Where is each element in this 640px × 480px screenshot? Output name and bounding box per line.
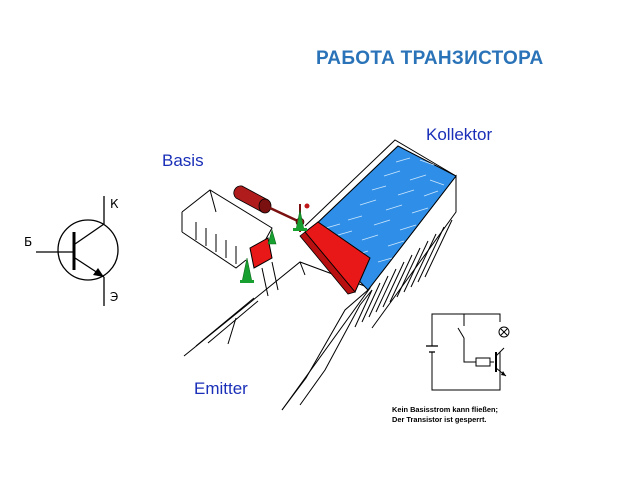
base-label: Basis: [162, 151, 204, 170]
base-gate: [249, 237, 273, 269]
collector-letter: К: [110, 197, 119, 211]
valve-lower: [240, 257, 254, 283]
collector-label: Kollektor: [426, 125, 492, 144]
channel-model: [181, 139, 457, 411]
valve-middle: [267, 228, 277, 245]
caption-line-1: Kein Basisstrom kann fließen;: [392, 405, 498, 414]
emitter-label: Emitter: [194, 379, 248, 398]
transistor-symbol: К Б Э: [24, 196, 119, 306]
circuit-schematic: [426, 313, 510, 391]
valve-upper: [293, 209, 307, 231]
page-title: РАБОТА ТРАНЗИСТОРА: [316, 48, 544, 69]
caption-line-2: Der Transistor ist gesperrt.: [392, 415, 486, 424]
emitter-letter: Э: [110, 290, 118, 304]
base-letter: Б: [24, 235, 32, 249]
